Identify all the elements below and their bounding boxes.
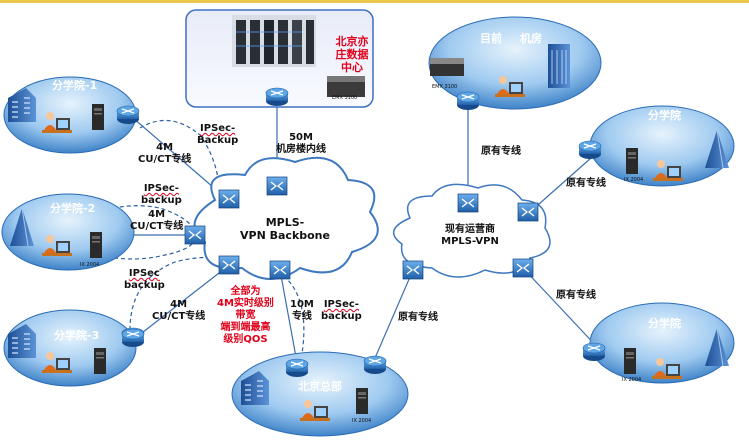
rb-carrier-label: 原有专线	[556, 290, 596, 301]
site-title-right-a: 分学院	[648, 109, 681, 122]
hq-backup-line1: IPSec-	[323, 299, 359, 310]
datacenter-racks-photo	[232, 15, 316, 67]
site-title-room: 目前 机房	[480, 30, 542, 46]
core-cloud	[193, 156, 379, 280]
core-cloud-line1: MPLS-	[265, 216, 305, 229]
datacenter-appliance	[327, 76, 365, 97]
b3-backup-label: IPSec backup	[124, 268, 165, 292]
b2-backup-line2: backup	[141, 195, 182, 206]
b3-backup-line1: IPSec	[128, 268, 160, 279]
site-title-room-prefix: 目前	[480, 32, 502, 45]
carrier-cloud-label: 现有运营商 MPLS-VPN	[430, 224, 510, 248]
branch2-device-tag: IX 2004	[80, 262, 100, 268]
datacenter-device-label: EMX 3100	[332, 95, 358, 101]
site-title-branch3: 分学院-3	[54, 329, 100, 342]
datacenter-name-line2: 庄数据	[335, 48, 369, 61]
qos-note-line4: 端到端最高	[220, 322, 271, 333]
carrier-cloud-line1: 现有运营商	[445, 224, 495, 235]
datacenter-name-line1: 北京亦	[335, 35, 369, 48]
datacenter-name: 北京亦 庄数据 中心	[330, 35, 374, 74]
qos-note-line1: 全部为	[230, 286, 261, 297]
carrier-cloud-line2: MPLS-VPN	[441, 236, 499, 247]
b2-type: CU/CT专线	[130, 221, 184, 232]
b3-backup-line2: backup	[124, 280, 165, 291]
b1-backup-label: IPSec- Backup	[197, 123, 238, 147]
site-title-branch1: 分学院-1	[52, 79, 98, 92]
b1-type: CU/CT专线	[138, 154, 192, 165]
b2-backup-label: IPSec- backup	[141, 183, 182, 207]
right-a-device-tag: IX 2004	[624, 177, 644, 183]
site-ovals	[1, 16, 735, 437]
core-cloud-line2: VPN Backbone	[240, 229, 330, 242]
qos-note-line3: 带宽	[235, 310, 256, 321]
b3-type: CU/CT专线	[152, 311, 206, 322]
b2-backup-line1: IPSec-	[143, 183, 179, 194]
room-contents	[430, 44, 570, 97]
b3-link-label: 4M CU/CT专线	[152, 299, 205, 323]
hq-device-tag: IX 2004	[352, 418, 372, 424]
room-device-tag: EMX 3100	[432, 84, 458, 90]
b3-bw: 4M	[170, 299, 188, 310]
hq-type: 专线	[291, 311, 312, 322]
site-title-branch2: 分学院-2	[50, 202, 96, 215]
hq-link-label: 10M 专线	[290, 299, 314, 323]
b2-bw: 4M	[148, 209, 166, 220]
b1-link-label: 4M CU/CT专线	[138, 142, 191, 166]
room-carrier-label: 原有专线	[481, 146, 521, 157]
hq-backup-line2: backup	[321, 311, 362, 322]
dc-link-type: 机房楼内线	[276, 144, 326, 155]
b1-backup-line1: IPSec-	[200, 123, 236, 134]
ra-carrier-label: 原有专线	[566, 178, 606, 189]
qos-note-line2: 4M实时级别	[217, 298, 274, 309]
b1-bw: 4M	[156, 142, 174, 153]
dc-link-bw: 50M	[289, 132, 313, 143]
qos-note-line5: 级别QOS	[223, 334, 268, 345]
top-border	[0, 0, 749, 3]
hq-backup-label: IPSec- backup	[321, 299, 362, 323]
qos-note: 全部为 4M实时级别 带宽 端到端最高 级别QOS	[217, 286, 274, 346]
b1-backup-line2: Backup	[197, 135, 239, 146]
hq-carrier-label: 原有专线	[398, 312, 438, 323]
site-title-room-suffix: 机房	[520, 32, 542, 45]
site-title-right-b: 分学院	[648, 317, 681, 330]
datacenter-name-line3: 中心	[341, 61, 363, 74]
core-cloud-label: MPLS- VPN Backbone	[232, 216, 338, 242]
right-b-device-tag: IX 2004	[622, 377, 642, 383]
dc-link-label: 50M 机房楼内线	[276, 132, 326, 156]
hq-bw: 10M	[290, 299, 314, 310]
site-title-hq: 北京总部	[298, 380, 342, 393]
b2-link-label: 4M CU/CT专线	[130, 209, 183, 233]
